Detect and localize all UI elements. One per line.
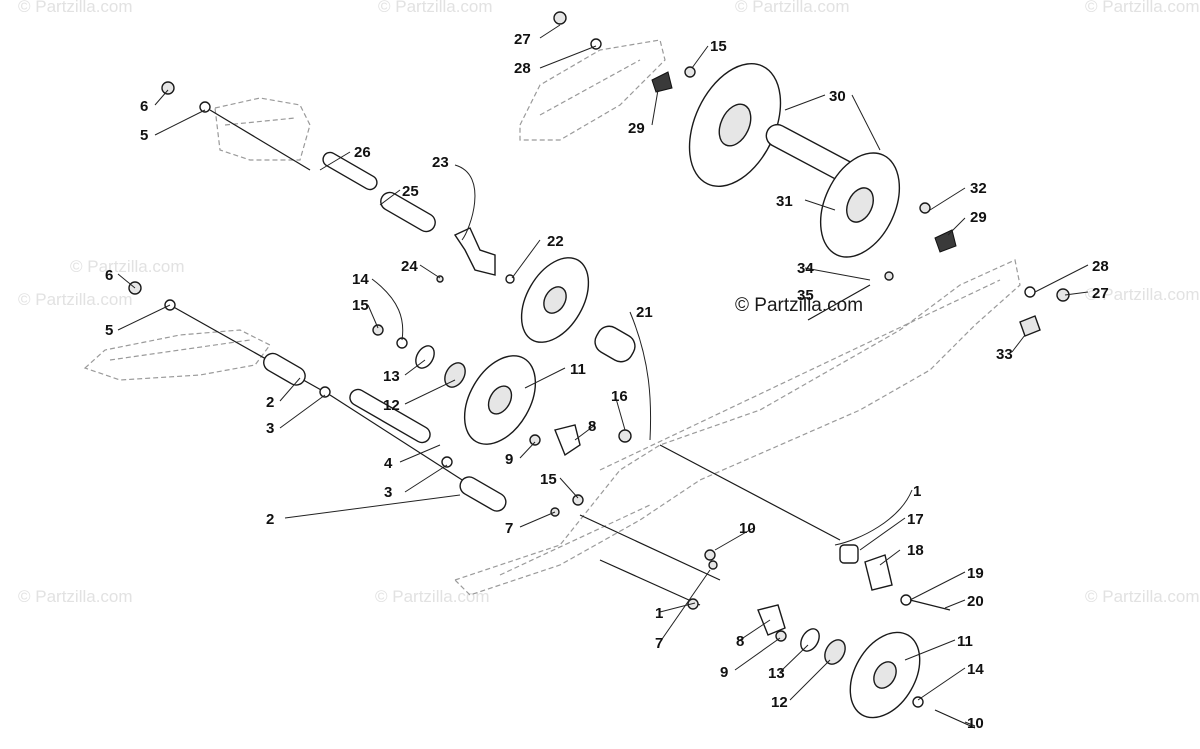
callout-29: 29 bbox=[628, 120, 645, 137]
upper-right-rail bbox=[519, 39, 666, 141]
callout-19: 19 bbox=[967, 565, 984, 582]
callout-6: 6 bbox=[140, 98, 148, 115]
callout-13: 13 bbox=[383, 368, 400, 385]
callout-1b: 1 bbox=[655, 605, 663, 622]
callout-34: 34 bbox=[797, 260, 814, 277]
callout-2: 2 bbox=[266, 394, 274, 411]
callout-11: 11 bbox=[570, 361, 586, 378]
callout-21: 21 bbox=[636, 304, 653, 321]
callout-15b: 15 bbox=[352, 297, 369, 314]
watermark: © Partzilla.com bbox=[735, 0, 850, 16]
small-hardware bbox=[128, 11, 1070, 708]
callout-13b: 13 bbox=[768, 665, 785, 682]
callout-9: 9 bbox=[505, 451, 513, 468]
callout-3b: 3 bbox=[384, 484, 392, 501]
callout-30: 30 bbox=[829, 88, 846, 105]
middle-left-rail bbox=[83, 329, 271, 381]
rear-axle-wheel-assembly bbox=[688, 63, 901, 258]
watermark: © Partzilla.com bbox=[378, 0, 493, 16]
callout-8: 8 bbox=[588, 418, 596, 435]
watermark: © Partzilla.com bbox=[70, 257, 185, 276]
callout-10: 10 bbox=[739, 520, 756, 537]
callout-22: 22 bbox=[547, 233, 564, 250]
callout-28b: 28 bbox=[1092, 258, 1109, 275]
watermark: © Partzilla.com bbox=[18, 0, 133, 16]
watermark: © Partzilla.com bbox=[18, 587, 133, 606]
callout-10b: 10 bbox=[967, 715, 984, 732]
watermark: © Partzilla.com bbox=[1085, 587, 1200, 606]
callout-11b: 11 bbox=[957, 633, 973, 650]
main-right-rail bbox=[453, 259, 1021, 596]
callout-27b: 27 bbox=[1092, 285, 1109, 302]
copyright-mark: © Partzilla.com bbox=[735, 295, 863, 316]
callout-24: 24 bbox=[401, 258, 418, 275]
callout-28: 28 bbox=[514, 60, 531, 77]
spacer-tubes bbox=[263, 151, 636, 512]
callout-3: 3 bbox=[266, 420, 274, 437]
leader-lines bbox=[117, 24, 1089, 727]
callout-4: 4 bbox=[384, 455, 393, 472]
callout-35: 35 bbox=[797, 287, 814, 304]
callout-1: 1 bbox=[913, 483, 921, 500]
watermark: © Partzilla.com bbox=[1085, 0, 1200, 16]
callout-20: 20 bbox=[967, 593, 984, 610]
callout-7: 7 bbox=[505, 520, 513, 537]
callout-5b: 5 bbox=[105, 322, 113, 339]
callout-17: 17 bbox=[907, 511, 924, 528]
callout-16: 16 bbox=[611, 388, 628, 405]
callout-8b: 8 bbox=[736, 633, 744, 650]
callout-18: 18 bbox=[907, 542, 924, 559]
callout-27: 27 bbox=[514, 31, 531, 48]
callout-6b: 6 bbox=[105, 267, 113, 284]
callout-23: 23 bbox=[432, 154, 449, 171]
watermark: © Partzilla.com bbox=[18, 290, 133, 309]
callout-12: 12 bbox=[383, 397, 400, 414]
callout-14b: 14 bbox=[967, 661, 984, 678]
callout-5: 5 bbox=[140, 127, 148, 144]
callout-2b: 2 bbox=[266, 511, 274, 528]
callout-labels: 27 28 15 30 29 6 5 26 23 25 31 32 29 22 … bbox=[105, 31, 1109, 732]
callout-29b: 29 bbox=[970, 209, 987, 226]
callout-31: 31 bbox=[776, 193, 793, 210]
callout-15: 15 bbox=[710, 38, 727, 55]
callout-32: 32 bbox=[970, 180, 987, 197]
callout-26: 26 bbox=[354, 144, 371, 161]
callout-15c: 15 bbox=[540, 471, 557, 488]
watermark: © Partzilla.com bbox=[1085, 285, 1200, 304]
callout-33: 33 bbox=[996, 346, 1013, 363]
watermark: © Partzilla.com bbox=[375, 587, 490, 606]
callout-9b: 9 bbox=[720, 664, 728, 681]
callout-7b: 7 bbox=[655, 635, 663, 652]
callout-12b: 12 bbox=[771, 694, 788, 711]
callout-14: 14 bbox=[352, 271, 369, 288]
shafts-and-bolts bbox=[169, 109, 976, 729]
watermark-layer: © Partzilla.com © Partzilla.com © Partzi… bbox=[18, 0, 1200, 606]
upper-left-rail bbox=[214, 97, 311, 161]
idler-wheels bbox=[463, 257, 921, 719]
callout-25: 25 bbox=[402, 183, 419, 200]
